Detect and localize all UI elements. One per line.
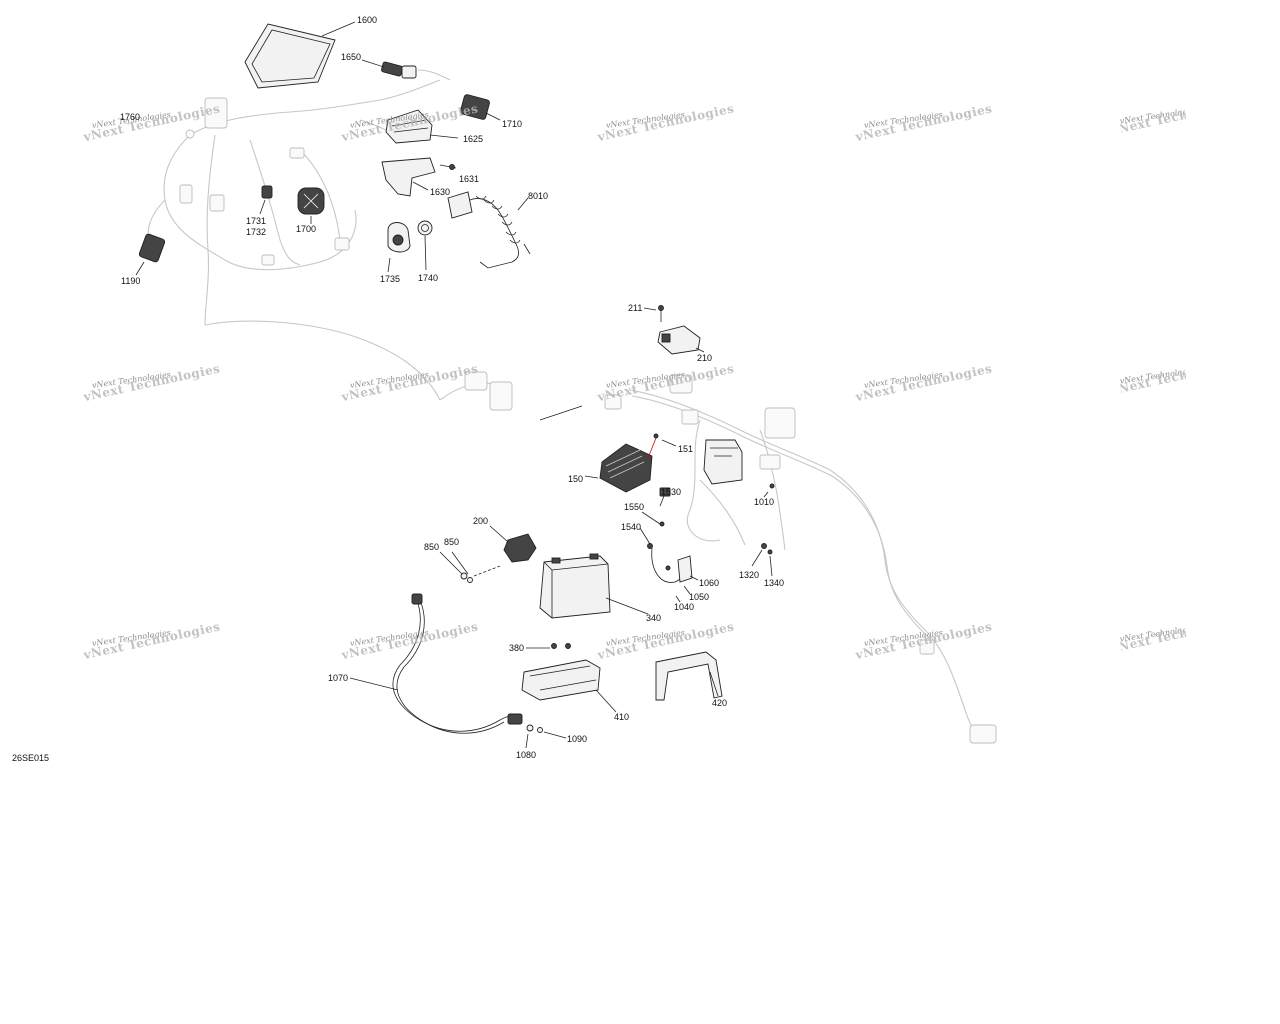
part-label-1190: 1190 [121,276,141,286]
part-label-1735: 1735 [380,274,401,284]
part-label-150: 150 [568,474,584,484]
part-label-1550: 1550 [624,502,645,512]
part-label-1731: 1731 [246,216,267,226]
part-label-1090: 1090 [567,734,588,744]
part-label-1710: 1710 [502,119,523,129]
part-1740-nut [417,220,433,271]
part-label-1060: 1060 [699,578,720,588]
part-label-151: 151 [678,444,694,454]
part-label-380: 380 [509,643,525,653]
part-label-210: 210 [697,353,713,363]
part-1320-1340-fasteners [751,543,773,577]
part-1731-1732-connector [259,185,273,215]
part-1735-ignition [387,222,411,273]
part-label-1530: 1530 [661,487,682,497]
part-label-420: 420 [712,698,728,708]
part-200-solenoid [489,525,537,563]
upper-wiring-harness [147,79,583,421]
part-label-1040: 1040 [674,602,695,612]
part-1700-switch-knob [297,187,325,224]
part-1070-cable [349,593,523,734]
part-8010-tether-cord [447,191,531,269]
part-label-211: 211 [628,303,643,313]
part-1080-1090-nuts [525,724,567,749]
part-1600-display-cluster [244,21,356,89]
part-label-1650: 1650 [341,52,362,62]
part-label-1760: 1760 [120,112,141,122]
part-1190-connector [135,233,166,276]
part-410-battery-tray [521,659,617,713]
part-label-1740: 1740 [418,273,439,283]
part-label-1630: 1630 [430,187,451,197]
part-label-1732: 1732 [246,227,267,237]
part-label-1625: 1625 [463,134,484,144]
part-label-1600: 1600 [357,15,378,25]
part-label-1050: 1050 [689,592,710,602]
part-1631-screw [439,164,457,170]
part-label-1631: 1631 [459,174,480,184]
part-1625-module [385,109,459,144]
part-340-battery [539,553,649,619]
part-1630-bracket [381,157,436,197]
part-210-module [657,325,705,355]
part-211-bolt [643,305,664,322]
part-label-200: 200 [473,516,489,526]
part-label-1010: 1010 [754,497,775,507]
part-label-1080: 1080 [516,750,537,760]
part-150-regulator [584,443,653,493]
part-850-nuts [439,551,501,583]
part-1010-screw [763,483,775,498]
part-label-410: 410 [614,712,630,722]
part-1530-1550-1540-fasteners [639,487,671,549]
part-label-8010: 8010 [528,191,549,201]
part-1710-connector [460,94,501,121]
part-label-340: 340 [646,613,662,623]
part-420-strap [655,651,723,701]
part-label-850-left: 850 [424,542,440,552]
part-380-screws [526,643,571,649]
part-label-1340: 1340 [764,578,785,588]
part-label-1700: 1700 [296,224,317,234]
part-label-1320: 1320 [739,570,760,580]
part-label-1070: 1070 [328,673,349,683]
part-151-screw [647,433,677,459]
part-1040-1050-1060-cables [651,547,699,603]
part-label-1540: 1540 [621,522,642,532]
main-wiring-harness [604,374,997,744]
part-1650-switch [361,59,451,81]
part-label-850-right: 850 [444,537,460,547]
diagram-reference-code: 26SE015 [12,753,50,763]
